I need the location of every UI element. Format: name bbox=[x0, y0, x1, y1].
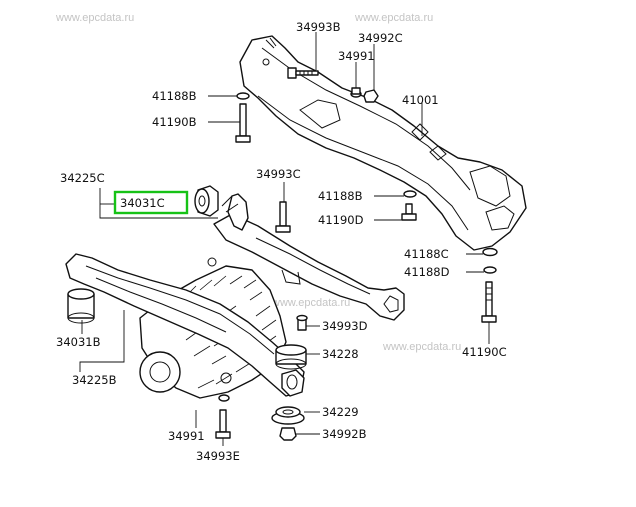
bushing-34031C[interactable] bbox=[194, 185, 219, 217]
mount-34229[interactable] bbox=[271, 406, 305, 425]
nut-34992B[interactable] bbox=[279, 427, 297, 441]
label-41190C[interactable]: 41190C bbox=[462, 345, 507, 359]
label-34993E[interactable]: 34993E bbox=[196, 449, 240, 463]
watermark: www.epcdata.ru bbox=[382, 341, 461, 353]
differential-mount-member-34225C[interactable] bbox=[213, 193, 405, 321]
bolt-34993B[interactable] bbox=[287, 67, 319, 79]
washer-41188B-right[interactable] bbox=[403, 190, 417, 198]
bolt-41190C[interactable] bbox=[481, 281, 497, 323]
bolt-34993E[interactable] bbox=[215, 409, 231, 439]
label-34992C[interactable]: 34992C bbox=[358, 31, 403, 45]
label-34991-bottom[interactable]: 34991 bbox=[168, 429, 205, 443]
bolt-41190B-left[interactable] bbox=[235, 103, 251, 143]
watermark: www.epcdata.ru bbox=[55, 12, 134, 24]
washer-41188D[interactable] bbox=[483, 266, 497, 274]
label-41001[interactable]: 41001 bbox=[402, 93, 439, 107]
label-41190B-left[interactable]: 41190B bbox=[152, 115, 197, 129]
label-34993B[interactable]: 34993B bbox=[296, 20, 341, 34]
washer-41188C[interactable] bbox=[482, 247, 498, 257]
label-34993D[interactable]: 34993D bbox=[322, 319, 368, 333]
label-34992B[interactable]: 34992B bbox=[322, 427, 367, 441]
washer-34991-top[interactable] bbox=[350, 87, 362, 98]
washer-41188B-left[interactable] bbox=[236, 92, 250, 100]
label-41190D[interactable]: 41190D bbox=[318, 213, 364, 227]
label-41188D[interactable]: 41188D bbox=[404, 265, 450, 279]
bolt-41190D[interactable] bbox=[401, 203, 417, 221]
label-41188B-left[interactable]: 41188B bbox=[152, 89, 197, 103]
label-41188B-right[interactable]: 41188B bbox=[318, 189, 363, 203]
leader-lines bbox=[79, 32, 490, 446]
label-34225C[interactable]: 34225C bbox=[60, 171, 105, 185]
part-labels: 34993B 34992C 34991 41188B 41001 41190B … bbox=[56, 20, 507, 463]
mount-34228[interactable] bbox=[275, 344, 307, 370]
label-34991-top[interactable]: 34991 bbox=[338, 49, 375, 63]
watermark: www.epcdata.ru bbox=[354, 12, 433, 24]
differential-support-member-34225B[interactable] bbox=[65, 253, 305, 397]
bushing-34031B[interactable] bbox=[67, 288, 95, 324]
label-34228[interactable]: 34228 bbox=[322, 347, 359, 361]
bolt-34993D[interactable] bbox=[296, 314, 308, 331]
label-34031C[interactable]: 34031C bbox=[120, 196, 165, 210]
label-34031B[interactable]: 34031B bbox=[56, 335, 101, 349]
watermark: www.epcdata.ru bbox=[271, 297, 350, 309]
label-34225B[interactable]: 34225B bbox=[72, 373, 117, 387]
nut-34992C[interactable] bbox=[363, 89, 379, 103]
bolt-34993C[interactable] bbox=[275, 201, 291, 233]
label-34993C[interactable]: 34993C bbox=[256, 167, 301, 181]
washer-34991-bottom[interactable] bbox=[218, 394, 230, 402]
label-34229[interactable]: 34229 bbox=[322, 405, 359, 419]
label-41188C[interactable]: 41188C bbox=[404, 247, 449, 261]
highlight-box bbox=[113, 190, 189, 215]
